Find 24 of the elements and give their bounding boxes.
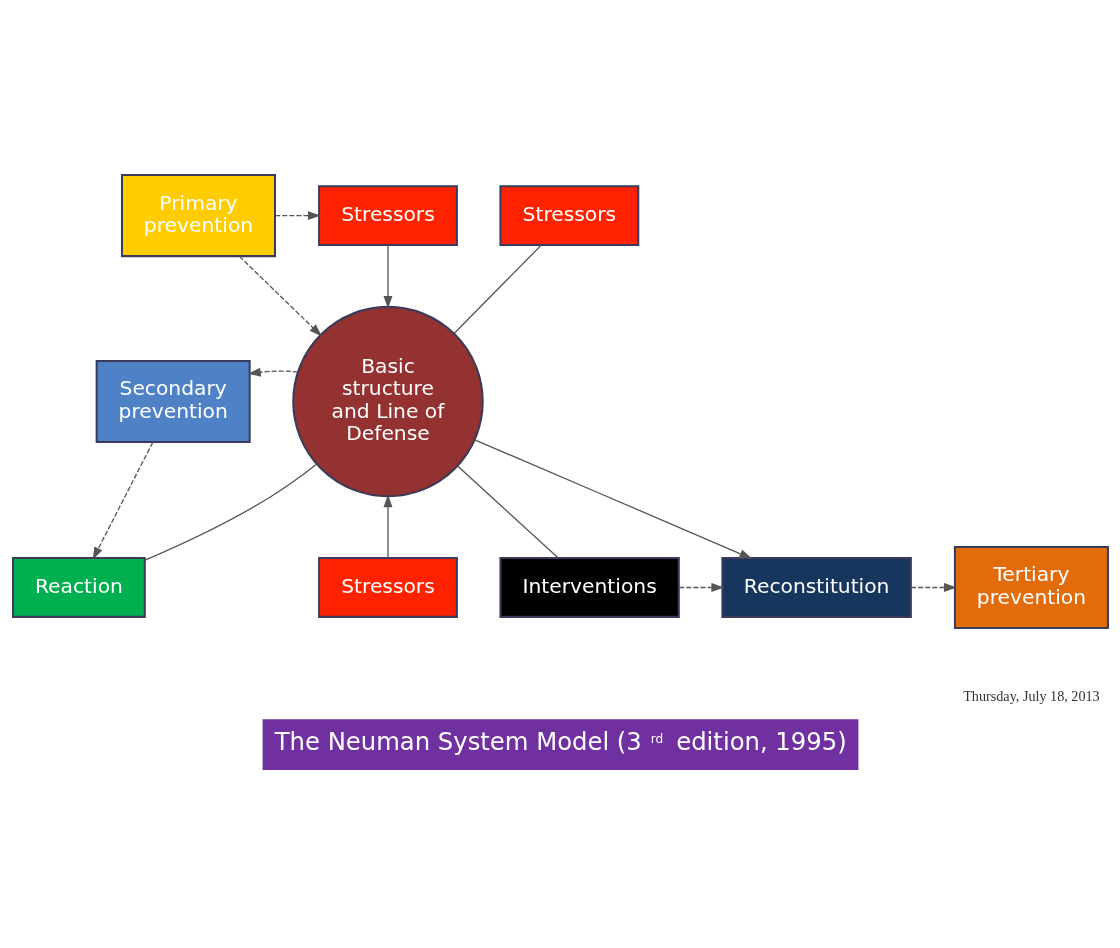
- arrow: [238, 255, 322, 336]
- node-box: Stressors: [317, 556, 458, 618]
- arrow: [678, 582, 724, 592]
- connector: [456, 464, 559, 559]
- node-box: Stressors: [498, 184, 639, 246]
- arrow: [383, 493, 392, 559]
- node-box: Reconstitution: [720, 556, 912, 618]
- connector: [143, 463, 317, 561]
- node-box: Stressors: [317, 184, 458, 246]
- arrow: [247, 367, 299, 377]
- node-circle: Basic structure and Line of Defense: [291, 305, 484, 497]
- arrow: [473, 438, 752, 559]
- node-box: Secondary prevention: [95, 359, 251, 443]
- arrow: [383, 244, 392, 309]
- node-box: Tertiary prevention: [953, 545, 1109, 629]
- label: Thursday, July 18, 2013: [962, 687, 1100, 704]
- connector: [452, 244, 542, 334]
- arrow: [273, 210, 321, 220]
- diagram-title: The Neuman System Model (3 $^{rd}$ edition, 1995): [274, 726, 847, 756]
- node-box: Primary prevention: [120, 173, 276, 257]
- node-box: Reaction: [11, 556, 146, 618]
- arrow: [909, 582, 957, 592]
- arrow: [92, 441, 153, 560]
- node-box: Interventions: [498, 556, 680, 618]
